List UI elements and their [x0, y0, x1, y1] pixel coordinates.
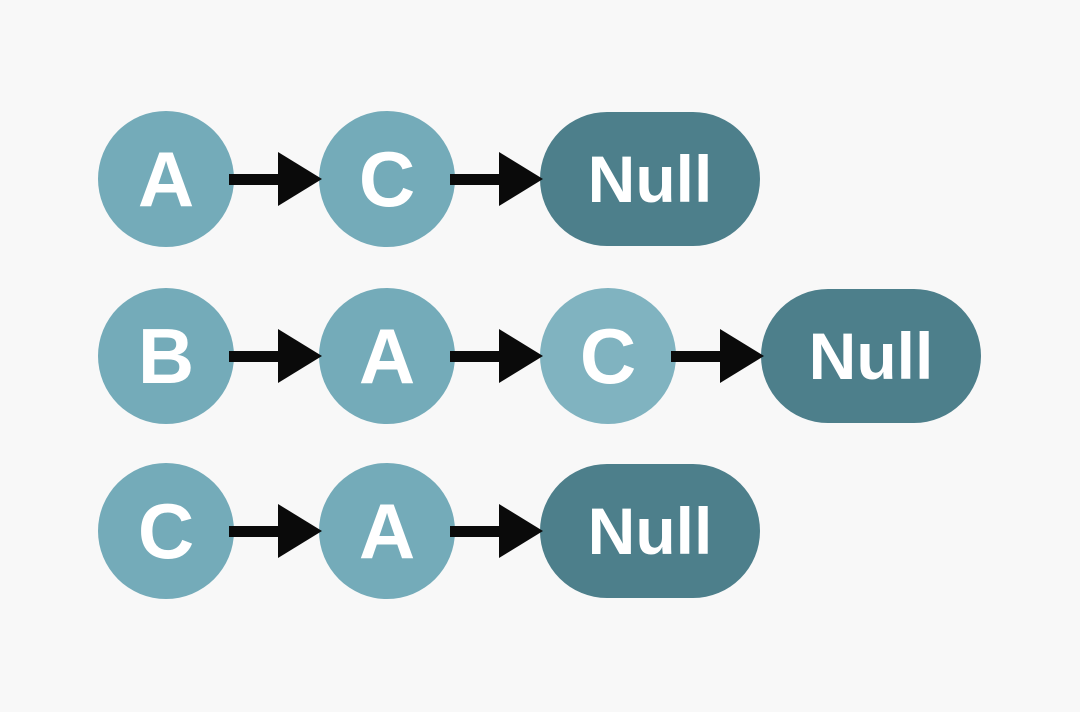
- node-a: A: [98, 111, 234, 247]
- arrow-icon: [229, 329, 322, 383]
- node-a: A: [319, 288, 455, 424]
- node-label: C: [137, 487, 195, 575]
- arrow-icon: [450, 152, 543, 206]
- node-null: Null: [761, 289, 981, 423]
- arrow-head: [499, 329, 543, 383]
- arrow-icon: [671, 329, 764, 383]
- arrow-icon: [450, 504, 543, 558]
- arrow-shaft: [229, 525, 286, 537]
- node-label: Null: [587, 494, 713, 568]
- node-label: A: [358, 312, 416, 400]
- node-null: Null: [540, 112, 760, 246]
- arrow-icon: [229, 504, 322, 558]
- arrow-head: [278, 329, 322, 383]
- node-c: C: [98, 463, 234, 599]
- node-label: Null: [808, 319, 934, 393]
- arrow-shaft: [229, 173, 286, 185]
- arrow-shaft: [450, 350, 507, 362]
- arrow-head: [499, 504, 543, 558]
- arrow-shaft: [229, 350, 286, 362]
- node-b: B: [98, 288, 234, 424]
- node-label: A: [358, 487, 416, 575]
- arrow-shaft: [450, 525, 507, 537]
- node-c: C: [319, 111, 455, 247]
- arrow-head: [720, 329, 764, 383]
- node-label: C: [358, 135, 416, 223]
- node-label: B: [137, 312, 195, 400]
- node-c: C: [540, 288, 676, 424]
- arrow-shaft: [671, 350, 728, 362]
- arrow-shaft: [450, 173, 507, 185]
- node-label: Null: [587, 142, 713, 216]
- node-label: C: [579, 312, 637, 400]
- arrow-head: [278, 152, 322, 206]
- arrow-head: [278, 504, 322, 558]
- arrow-icon: [450, 329, 543, 383]
- arrow-head: [499, 152, 543, 206]
- node-a: A: [319, 463, 455, 599]
- node-null: Null: [540, 464, 760, 598]
- arrow-icon: [229, 152, 322, 206]
- node-label: A: [137, 135, 195, 223]
